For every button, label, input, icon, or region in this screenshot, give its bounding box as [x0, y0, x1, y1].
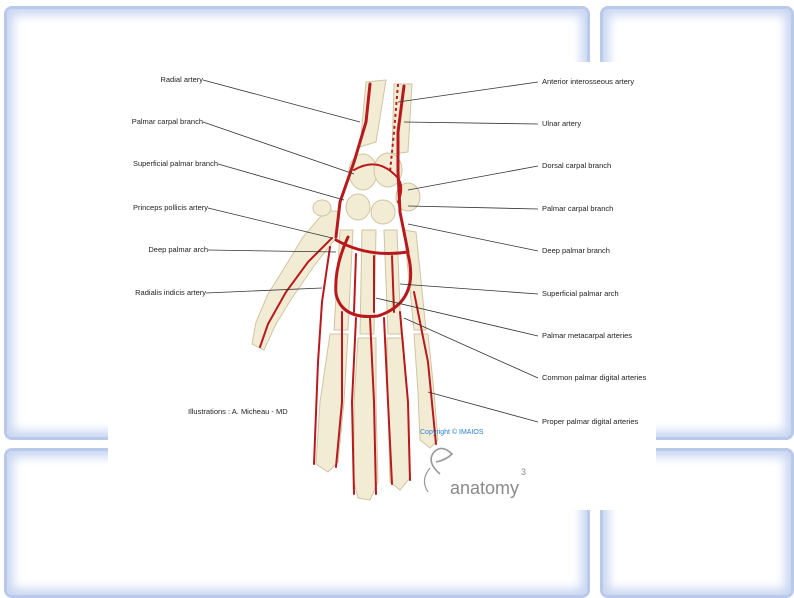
carpal-bone	[370, 199, 396, 225]
palmar-metacarpal-vessels	[353, 253, 395, 313]
radialis-indicis-vessel	[313, 246, 331, 465]
metacarpal-middle	[359, 229, 377, 335]
illustration-credit: Illustrations : A. Micheau - MD	[188, 407, 288, 416]
little-finger-phalanges	[413, 333, 439, 449]
label-radial-artery: Radial artery	[160, 75, 203, 84]
label-ulnar-artery: Ulnar artery	[542, 119, 581, 128]
superficial-palmar-arch-vessel	[334, 235, 413, 319]
carpal-arch-vessel	[353, 163, 403, 203]
digital-artery-middle-a	[350, 317, 357, 495]
label-dorsal-carpal-branch: Dorsal carpal branch	[542, 161, 611, 170]
digital-artery-middle-b	[369, 317, 377, 495]
digital-artery-ring-b	[399, 311, 411, 481]
eanatomy-logo: anatomy 3	[423, 447, 526, 498]
hand-arteries-diagram: Radial artery Palmar carpal branch Super…	[108, 62, 656, 510]
trapezium-bone	[312, 199, 332, 217]
label-palmar-carpal-branch-right: Palmar carpal branch	[542, 204, 613, 213]
deep-palmar-arch-vessel	[334, 238, 410, 255]
label-palmar-metacarpal-arteries: Palmar metacarpal arteries	[542, 331, 632, 340]
radial-artery-vessel	[334, 82, 372, 239]
label-princeps-pollicis-artery: Princeps pollicis artery	[133, 203, 208, 212]
digital-artery-ring-a	[383, 317, 393, 485]
princeps-pollicis-vessel	[259, 237, 333, 348]
label-common-palmar-digital-arteries: Common palmar digital arteries	[542, 373, 646, 382]
digital-artery-index	[335, 311, 343, 468]
label-palmar-carpal-branch-left: Palmar carpal branch	[132, 117, 203, 126]
ulnar-artery-vessel	[396, 84, 410, 254]
anterior-interosseous-vessel	[389, 83, 399, 173]
carpal-bone	[348, 153, 378, 191]
label-deep-palmar-arch: Deep palmar arch	[148, 245, 208, 254]
radius-bone	[359, 79, 387, 148]
carpal-bone	[345, 193, 371, 221]
digital-artery-little	[413, 291, 437, 445]
logo-text: anatomy	[450, 478, 519, 498]
label-superficial-palmar-branch: Superficial palmar branch	[133, 159, 218, 168]
logo-superscript: 3	[521, 467, 526, 477]
label-radialis-indicis-artery: Radialis indicis artery	[135, 288, 206, 297]
index-finger-phalanges	[315, 333, 349, 473]
label-anterior-interosseous-artery: Anterior interosseous artery	[542, 77, 634, 86]
label-deep-palmar-branch: Deep palmar branch	[542, 246, 610, 255]
label-superficial-palmar-arch: Superficial palmar arch	[542, 289, 619, 298]
label-proper-palmar-digital-arteries: Proper palmar digital arteries	[542, 417, 639, 426]
copyright-notice: Copyright © IMAIOS	[420, 428, 484, 436]
